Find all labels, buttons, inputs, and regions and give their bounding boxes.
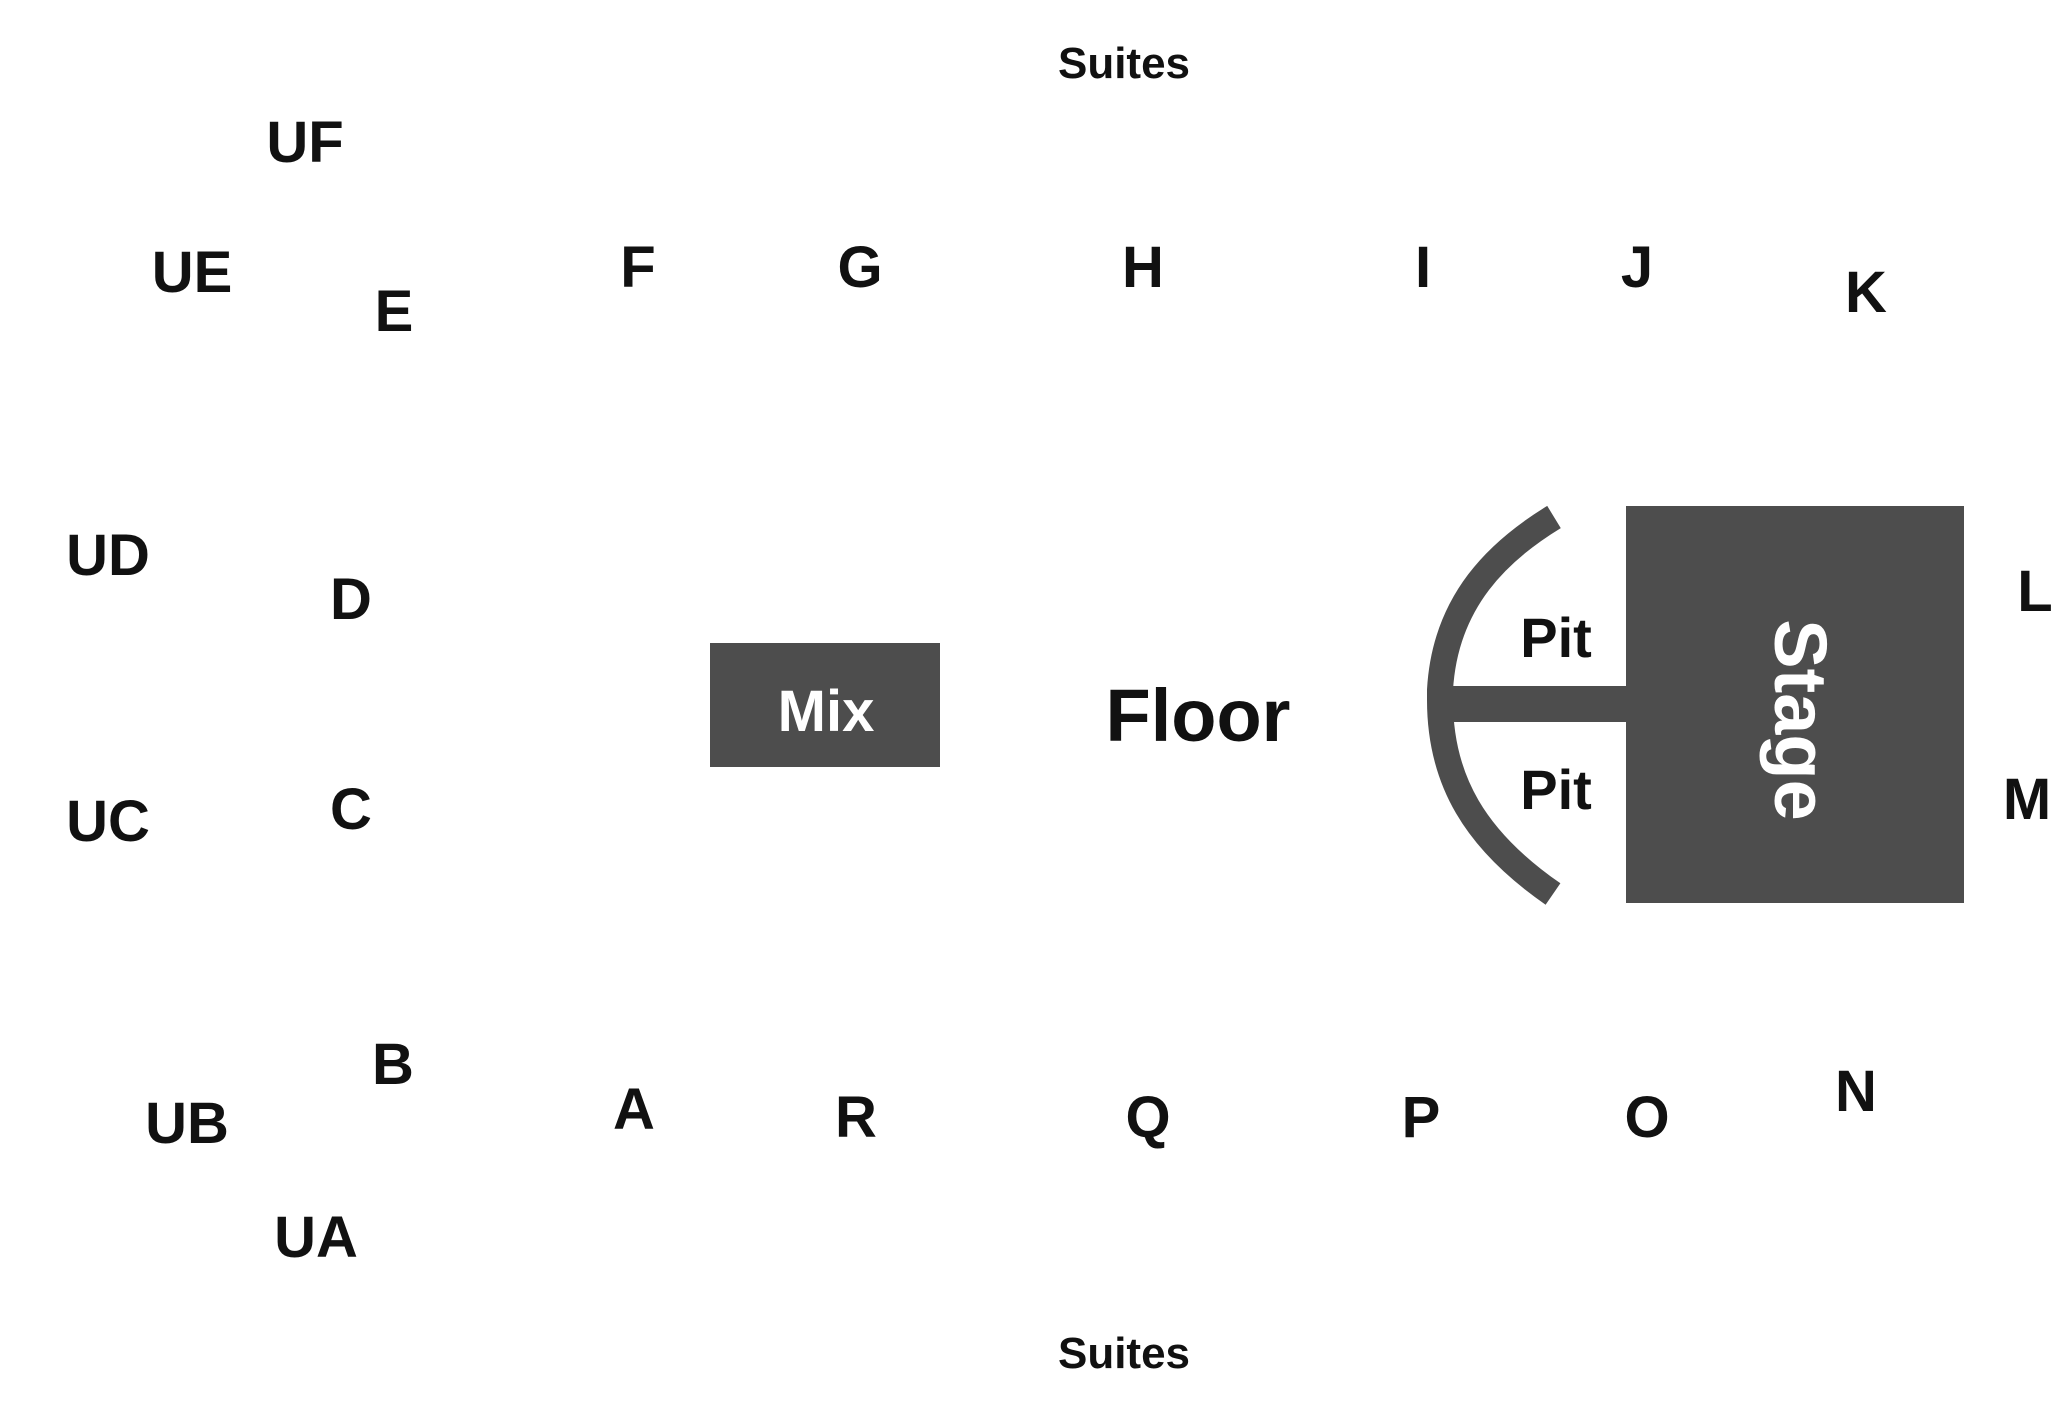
mix-label: Mix (777, 679, 875, 744)
section-p[interactable]: P (1401, 1085, 1441, 1150)
section-g[interactable]: G (837, 235, 883, 300)
section-o[interactable]: O (1624, 1085, 1670, 1150)
stage-label: Stage (1759, 619, 1842, 821)
section-ud[interactable]: UD (66, 523, 150, 588)
section-ua[interactable]: UA (274, 1205, 358, 1270)
section-e[interactable]: E (374, 279, 414, 344)
section-ub[interactable]: UB (145, 1091, 229, 1156)
section-h[interactable]: H (1122, 235, 1164, 300)
stage-block[interactable] (1626, 506, 1964, 903)
pit-upper-label[interactable]: Pit (1520, 606, 1592, 669)
section-m[interactable]: M (2002, 767, 2052, 832)
section-uf[interactable]: UF (266, 110, 344, 175)
suites-top-label[interactable]: Suites (1057, 39, 1191, 88)
section-c[interactable]: C (330, 777, 372, 842)
floor-label[interactable]: Floor (1105, 674, 1291, 757)
section-j[interactable]: J (1620, 235, 1654, 300)
section-uc[interactable]: UC (66, 789, 150, 854)
section-l[interactable]: L (2017, 559, 2053, 624)
suites-bottom-label[interactable]: Suites (1057, 1329, 1191, 1378)
section-n[interactable]: N (1835, 1059, 1877, 1124)
section-ue[interactable]: UE (151, 240, 233, 305)
section-b[interactable]: B (372, 1032, 414, 1097)
pit-lower-label[interactable]: Pit (1520, 758, 1592, 821)
section-i[interactable]: I (1414, 235, 1432, 300)
section-d[interactable]: D (330, 567, 372, 632)
section-f[interactable]: F (620, 235, 656, 300)
pit-divider (1440, 686, 1630, 722)
section-r[interactable]: R (835, 1085, 877, 1150)
section-q[interactable]: Q (1125, 1085, 1171, 1150)
mix-booth[interactable] (710, 643, 940, 767)
section-k[interactable]: K (1845, 260, 1887, 325)
section-a[interactable]: A (613, 1077, 655, 1142)
